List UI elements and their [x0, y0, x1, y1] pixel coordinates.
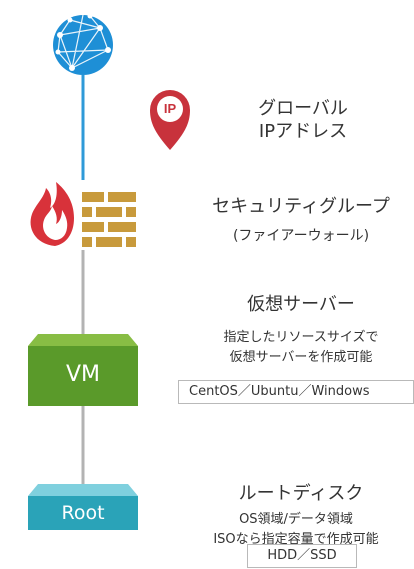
storage-options-box: HDD／SSD [247, 544, 357, 568]
vm-description: 指定したリソースサイズで 仮想サーバーを作成可能 [188, 328, 414, 368]
vm-shape-label: VM [65, 362, 101, 387]
brick-wall-icon [82, 192, 136, 247]
vm-block [28, 334, 138, 406]
vm-description-line1: 指定したリソースサイズで [223, 330, 379, 345]
globe-icon [53, 13, 113, 75]
global-ip-title-line2: IPアドレス [258, 120, 348, 142]
root-disk-description: OS領域/データ領域 ISOなら指定容量で作成可能 [178, 510, 414, 550]
root-disk-description-line2: ISOなら指定容量で作成可能 [213, 532, 379, 548]
security-group-title: セキュリティグループ [212, 196, 390, 217]
root-disk-block [28, 484, 138, 530]
vm-title: 仮想サーバー [247, 294, 355, 315]
flame-icon [30, 182, 75, 246]
global-ip-title: グローバル IPアドレス [228, 98, 378, 143]
ip-badge-label: IP [163, 101, 177, 116]
security-group-subtitle: (ファイアーウォール) [232, 228, 370, 244]
ip-pin-icon [150, 90, 190, 150]
vm-description-line2: 仮想サーバーを作成可能 [229, 350, 373, 366]
root-disk-description-line1: OS領域/データ領域 [239, 512, 353, 527]
os-options-box: CentOS／Ubuntu／Windows [178, 380, 414, 404]
global-ip-title-line1: グローバル [258, 98, 348, 119]
root-disk-title: ルートディスク [238, 483, 364, 504]
root-shape-label: Root [61, 502, 105, 524]
